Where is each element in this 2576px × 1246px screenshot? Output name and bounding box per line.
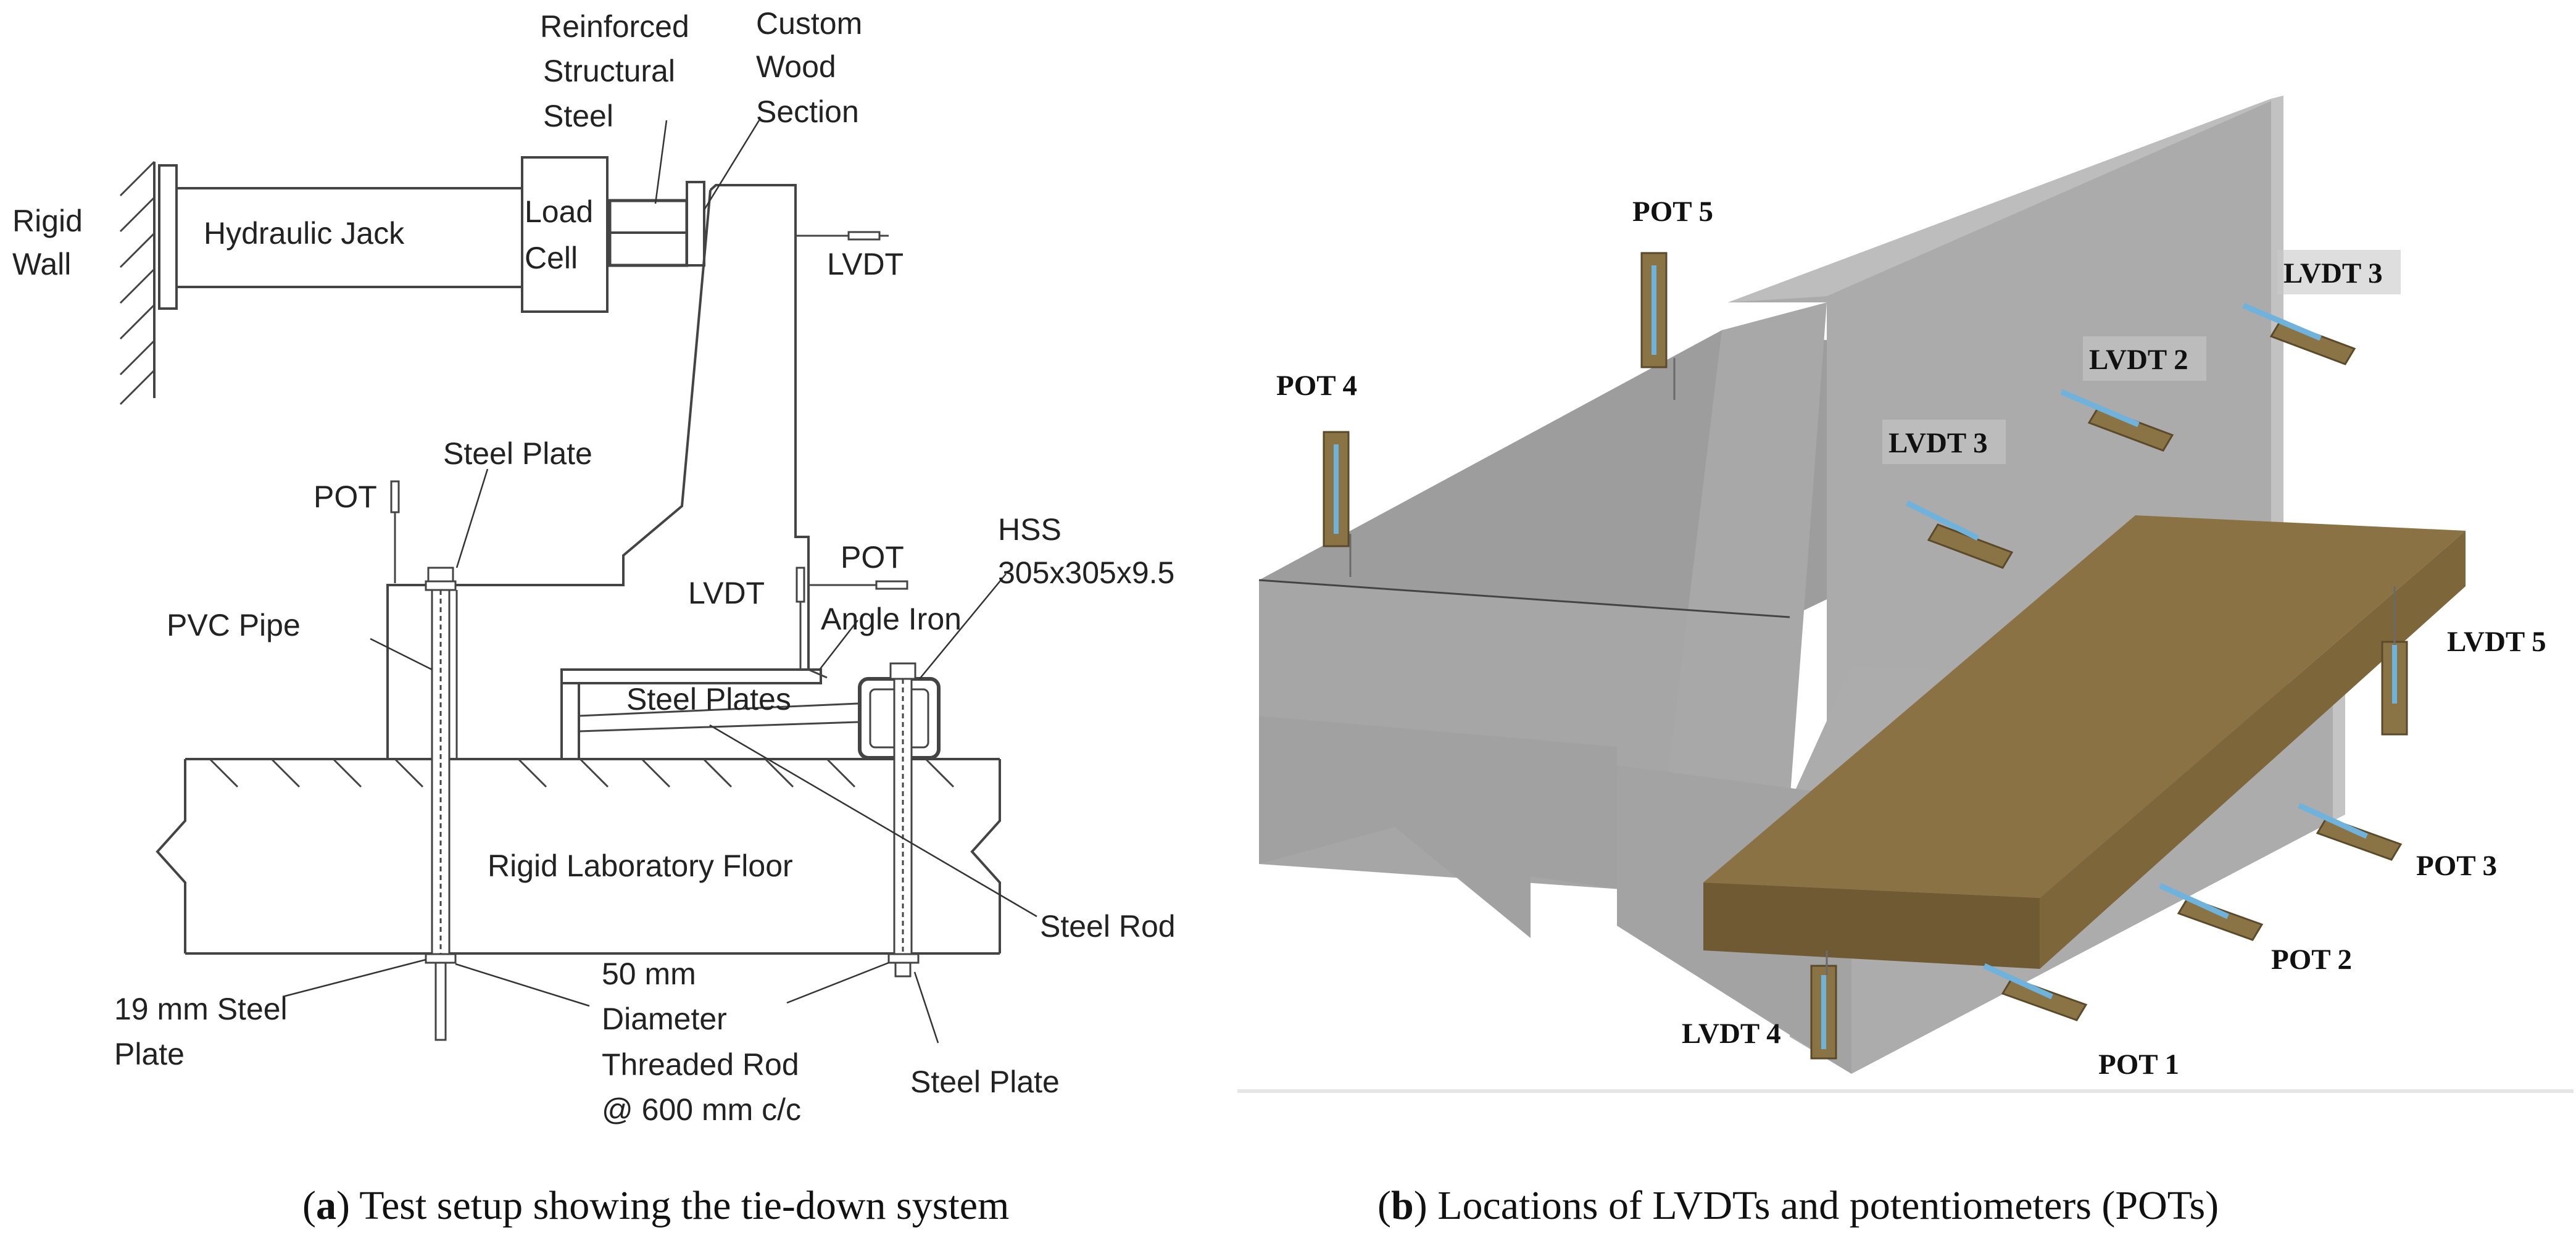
sensor-lvdt3-left [1906, 500, 2014, 569]
label-pot4: POT 4 [1276, 370, 1357, 402]
label-lvdt-top: LVDT [827, 247, 904, 281]
label-reinforced-2: Structural [543, 54, 675, 88]
lvdt-top-sensor [796, 231, 889, 241]
label-lvdt-mid: LVDT [688, 576, 765, 610]
label-reinforced-3: Steel [543, 99, 613, 133]
label-load-cell-1: Load [525, 194, 593, 229]
label-pot1: POT 1 [2098, 1049, 2179, 1081]
label-lvdt3-left: LVDT 3 [1888, 427, 1988, 459]
sensor-pot2 [2159, 883, 2264, 941]
sensor-lvdt2 [2060, 389, 2174, 452]
label-floor: Rigid Laboratory Floor [488, 849, 793, 883]
label-pot5: POT 5 [1632, 196, 1713, 228]
sensor-pot3 [2298, 802, 2403, 861]
footing-lower [1259, 716, 1617, 938]
steel-plates-assembly [560, 668, 858, 760]
pot-left-sensor [390, 480, 400, 583]
label-plate19-2: Plate [114, 1037, 185, 1071]
caption-a-letter: a [316, 1183, 336, 1228]
panel-b-illustration: POT 5 POT 4 LVDT 3 LVDT 2 LVDT 3 LVDT 5 … [1237, 96, 2574, 1093]
label-lvdt3-right: LVDT 3 [2283, 257, 2383, 289]
caption-b-text: Locations of LVDTs and potentiometers (P… [1427, 1183, 2219, 1228]
label-rod-1: 50 mm [602, 957, 696, 991]
label-hss-1: HSS [998, 512, 1062, 547]
label-lvdt4: LVDT 4 [1682, 1018, 1781, 1050]
label-angle-iron: Angle Iron [821, 602, 962, 636]
label-hss-2: 305x305x9.5 [998, 555, 1174, 590]
label-custom-1: Custom [756, 6, 862, 41]
threaded-rod-left [425, 567, 457, 1041]
sensor-lvdt3-right [2242, 302, 2356, 365]
footing-right-side [2333, 679, 2345, 821]
leader-lines [282, 120, 1037, 1044]
pot-right-sensor [808, 580, 908, 590]
label-pot2: POT 2 [2271, 944, 2352, 976]
label-load-cell-2: Cell [525, 241, 578, 275]
custom-wood-section-plate [686, 181, 705, 267]
label-bg-lvdt3-right [2277, 250, 2401, 294]
sensor-pot5 [1640, 252, 1676, 400]
lvdt-mid-sensor [796, 567, 805, 670]
caption-b: (b) Locations of LVDTs and potentiometer… [1377, 1183, 2219, 1228]
label-pot-right: POT [841, 540, 904, 575]
label-steel-plate-top: Steel Plate [443, 436, 592, 471]
label-reinforced-1: Reinforced [540, 9, 689, 44]
label-custom-2: Wood [756, 49, 836, 84]
wood-beam-front [1703, 883, 2040, 969]
label-rod-3: Threaded Rod [602, 1047, 799, 1082]
label-plate19-1: 19 mm Steel [114, 992, 288, 1026]
stem-sloped-face [1666, 302, 1827, 802]
label-rod-2: Diameter [602, 1002, 727, 1036]
label-rigid-wall-2: Wall [12, 247, 71, 281]
label-custom-3: Section [756, 94, 859, 129]
label-lvdt5: LVDT 5 [2447, 626, 2546, 658]
label-steel-rod: Steel Rod [1040, 909, 1176, 944]
label-pvc-pipe: PVC Pipe [167, 608, 301, 642]
label-pot3: POT 3 [2416, 850, 2497, 882]
label-pot-left: POT [314, 480, 377, 514]
label-lvdt2: LVDT 2 [2089, 344, 2188, 376]
sensor-lvdt4 [1810, 950, 1837, 1060]
sensor-pot4 [1323, 431, 1352, 577]
label-hydraulic-jack: Hydraulic Jack [204, 216, 405, 251]
sensor-lvdt5 [2381, 586, 2408, 736]
load-cell [521, 156, 609, 313]
sensor-pot1 [1983, 963, 2088, 1021]
label-bg-lvdt3-left [1882, 420, 2006, 464]
caption-a-text: Test setup showing the tie-down system [350, 1183, 1009, 1228]
wood-beam-side [2040, 531, 2466, 969]
panel-a-schematic: Rigid Wall Hydraulic Jack Load Cell Rein… [12, 6, 1176, 1127]
caption-a: (a) Test setup showing the tie-down syst… [302, 1183, 1009, 1228]
label-rigid-wall-1: Rigid [12, 204, 83, 238]
label-bg-lvdt2 [2083, 336, 2206, 381]
rigid-wall [119, 160, 178, 405]
caption-b-letter: b [1391, 1183, 1414, 1228]
rigid-laboratory-floor [156, 758, 1001, 955]
threaded-rod-right [887, 662, 920, 978]
label-rod-4: @ 600 mm c/c [602, 1092, 801, 1127]
wood-beam-top [1703, 515, 2466, 898]
label-steel-plates: Steel Plates [626, 682, 791, 716]
stem-top-edge [1728, 96, 2283, 302]
label-steel-plate-bottom: Steel Plate [910, 1065, 1060, 1099]
reinforced-steel-block [608, 199, 689, 267]
